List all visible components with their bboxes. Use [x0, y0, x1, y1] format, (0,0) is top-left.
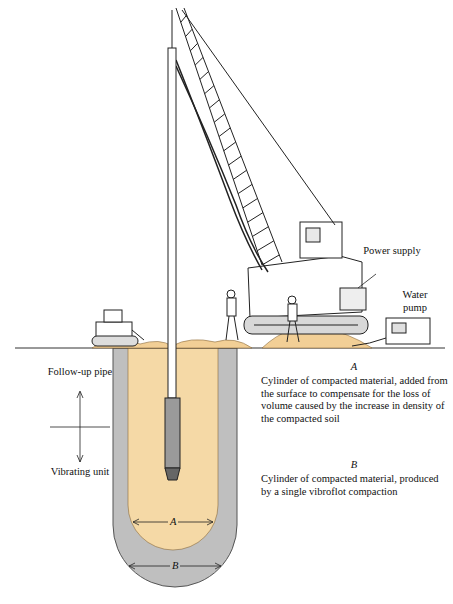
part-label: Water pump	[390, 289, 440, 314]
boom-lattice	[214, 114, 225, 122]
boom-lattice	[248, 213, 263, 223]
boom-lattice	[224, 142, 236, 151]
arrowhead	[129, 563, 135, 569]
arrowhead	[207, 519, 213, 525]
hose	[176, 66, 268, 272]
water-pump	[352, 318, 430, 346]
crane-boom	[176, 8, 335, 265]
vibrator-tip	[165, 468, 180, 480]
arrowhead	[77, 391, 83, 398]
boom-lattice	[238, 184, 252, 193]
boom-lattice	[243, 199, 258, 208]
boom-lattice	[229, 156, 242, 165]
boom-lattice	[181, 15, 187, 22]
boom-lattice	[219, 128, 230, 137]
arrowhead	[133, 519, 139, 525]
hoist-cable	[172, 10, 173, 48]
workers	[226, 290, 299, 342]
arrowhead	[77, 455, 83, 462]
part-label: Vibrating unit	[44, 466, 116, 479]
vibrating-unit	[165, 398, 180, 468]
dimension-label: B	[170, 560, 180, 573]
boom-lattice	[190, 43, 197, 51]
part-label: Follow-up pipe	[44, 366, 116, 379]
tick-line	[50, 427, 110, 428]
description-text: Cylinder of compacted material, produced…	[261, 473, 449, 498]
boom-lattice	[200, 72, 209, 80]
arrowhead	[215, 563, 221, 569]
description-text: Cylinder of compacted material, added fr…	[261, 375, 449, 425]
boom-lattice	[252, 227, 268, 237]
boom-lattice	[257, 241, 274, 251]
dimension-label: A	[168, 516, 178, 529]
boom-lattice	[205, 86, 214, 94]
boom-lattice	[262, 255, 279, 265]
boom-lattice	[195, 57, 203, 65]
boom-lattice	[186, 29, 193, 36]
callout-letter: B	[259, 459, 449, 472]
bulldozer	[92, 310, 144, 346]
crane-body	[244, 222, 368, 334]
follow-up-pipe	[168, 48, 176, 398]
boom-lattice	[209, 100, 219, 108]
part-label: Power supply	[362, 245, 422, 258]
leader-line	[358, 274, 376, 288]
boom-lattice	[233, 170, 246, 179]
callout-letter: A	[259, 361, 449, 374]
